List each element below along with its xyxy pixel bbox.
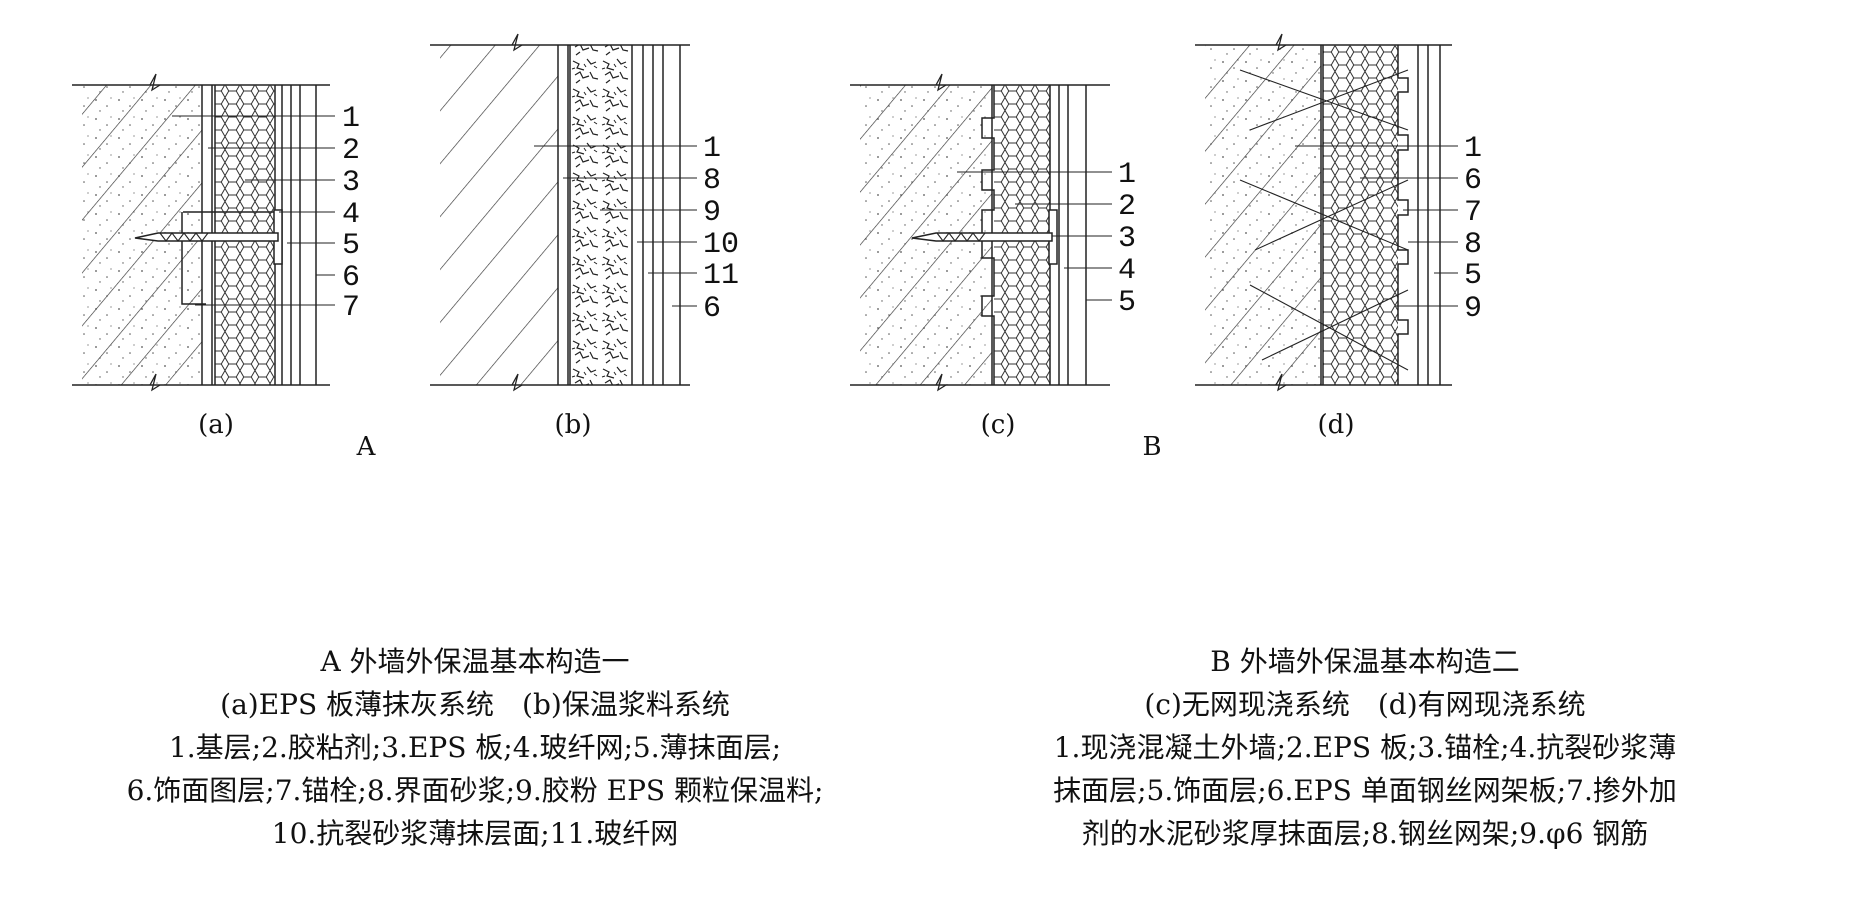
callout-d-7: 7 [1464,196,1482,230]
callout-d-9: 9 [1464,292,1482,326]
caption-a-title: A 外墙外保温基本构造一 [320,645,630,678]
caption-b-legend-line: 1.现浇混凝土外墙;2.EPS 板;3.锚栓;4.抗裂砂浆薄 [1053,731,1677,764]
callout-d-5: 5 [1464,259,1482,293]
panel-c-callouts: 1 2 3 4 5 [1118,158,1136,320]
caption-a-subtitle: (a)EPS 板薄抹灰系统 (b)保温浆料系统 [220,688,730,721]
callout-a-2: 2 [342,134,360,168]
callout-c-5: 5 [1118,286,1136,320]
caption-b-legend-line: 抹面层;5.饰面层;6.EPS 单面钢丝网架板;7.掺外加 [1053,774,1677,807]
callout-b-9: 9 [703,196,721,230]
callout-d-1: 1 [1464,132,1482,166]
callout-a-1: 1 [342,102,360,136]
callout-c-2: 2 [1118,190,1136,224]
wall-insulation-figure: 1 2 3 4 5 6 7 (a) 1 8 9 10 11 6 [72,33,1482,462]
callout-b-1: 1 [703,132,721,166]
panel-b-drawing [430,33,697,392]
caption-b-title: B 外墙外保温基本构造二 [1210,645,1520,678]
caption-a-legend-line: 10.抗裂砂浆薄抹层面;11.玻纤网 [271,817,679,850]
panel-d-label: (d) [1318,410,1355,440]
callout-c-3: 3 [1118,222,1136,256]
panel-b-label: (b) [555,410,592,440]
panel-d-drawing [1195,33,1458,392]
panel-d-callouts: 1 6 7 8 5 9 [1464,132,1482,326]
callout-d-8: 8 [1464,228,1482,262]
callout-c-1: 1 [1118,158,1136,192]
callout-b-11: 11 [703,259,739,293]
caption-a-legend-line: 1.基层;2.胶粘剂;3.EPS 板;4.玻纤网;5.薄抹面层; [168,731,782,764]
panel-a-callouts: 1 2 3 4 5 6 7 [342,102,360,325]
caption-a: A 外墙外保温基本构造一 (a)EPS 板薄抹灰系统 (b)保温浆料系统 1.基… [60,640,890,855]
callout-c-4: 4 [1118,254,1136,288]
caption-a-legend-line: 6.饰面图层;7.锚栓;8.界面砂浆;9.胶粉 EPS 颗粒保温料; [126,774,824,807]
group-a-label: A [356,432,377,462]
callout-b-6: 6 [703,292,721,326]
panel-a-label: (a) [198,410,234,440]
panel-b-callouts: 1 8 9 10 11 6 [703,132,739,326]
callout-a-4: 4 [342,198,360,232]
callout-b-10: 10 [703,228,739,262]
panel-c-drawing [850,73,1112,392]
caption-b: B 外墙外保温基本构造二 (c)无网现浇系统 (d)有网现浇系统 1.现浇混凝土… [935,640,1795,855]
callout-b-8: 8 [703,164,721,198]
callout-d-6: 6 [1464,164,1482,198]
group-b-label: B [1142,432,1161,462]
callout-a-7: 7 [342,291,360,325]
callout-a-6: 6 [342,261,360,295]
caption-b-subtitle: (c)无网现浇系统 (d)有网现浇系统 [1144,688,1586,721]
panel-c-label: (c) [981,410,1016,440]
callout-a-3: 3 [342,166,360,200]
callout-a-5: 5 [342,229,360,263]
panel-a-drawing [72,73,335,392]
caption-b-legend-line: 剂的水泥砂浆厚抹面层;8.钢丝网架;9.φ6 钢筋 [1081,817,1649,850]
